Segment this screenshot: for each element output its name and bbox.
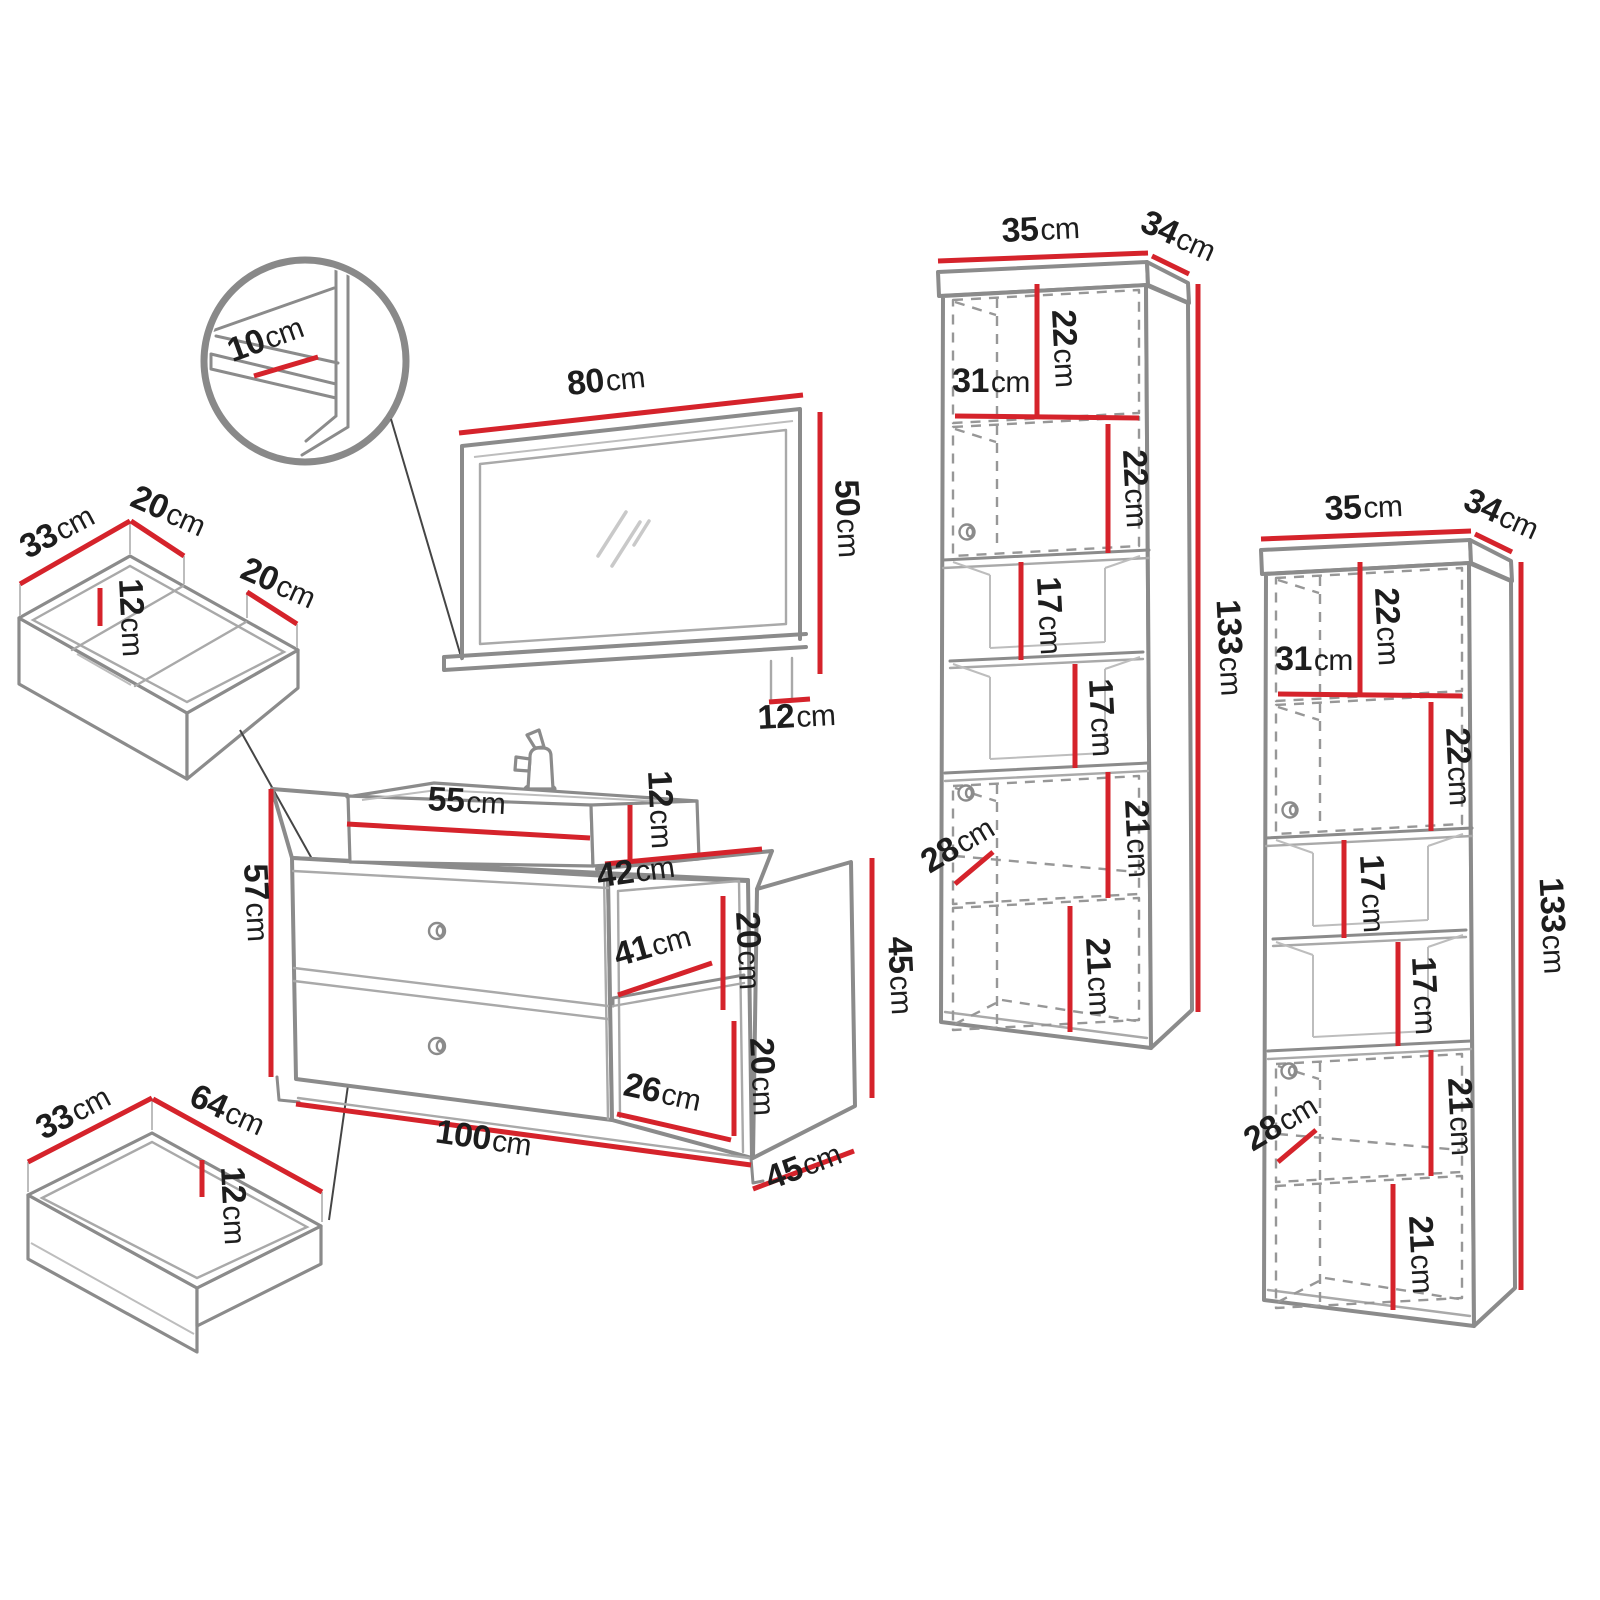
dim-label-shelf2-17: 17cm xyxy=(1081,678,1123,758)
dimension-line-interior-depth xyxy=(953,850,995,886)
drawer-extension-lines xyxy=(27,1098,323,1222)
dimension-line-udrawer-left-width xyxy=(129,518,186,559)
detail-circle: 10cm xyxy=(200,256,410,466)
dim-label-top-35: 35cm xyxy=(1001,208,1081,250)
vanity-panel-gaps xyxy=(291,869,610,1121)
u-drawer-inner-rim xyxy=(30,564,287,704)
dimension-line-niche-width xyxy=(617,960,713,998)
cabinet-shelf-edges xyxy=(941,548,1151,775)
dim-label-niche-20-lower: 20cm xyxy=(742,1037,784,1117)
vanity-right-side xyxy=(751,860,857,1160)
vanity-drawer-split xyxy=(292,966,610,1021)
dim-label-door2-21: 21cm xyxy=(1078,937,1120,1017)
dimension-line-mirror-width xyxy=(458,392,804,436)
dimension-line-inner-width xyxy=(954,413,1140,421)
dimension-line-total-width xyxy=(295,1101,752,1168)
dim-label-counter-42: 42cm xyxy=(594,847,676,895)
bottom-drawer-detail: 33cm 64cm 12cm xyxy=(26,1077,324,1354)
cabinet-door2-hidden-edges xyxy=(951,415,1141,558)
dim-label-sec2-22: 22cm xyxy=(1115,449,1157,529)
dimension-line-shelf-depth xyxy=(253,354,319,379)
dim-label-udrawer-20-left: 20cm xyxy=(125,478,212,544)
cabinet-right-side xyxy=(1144,283,1194,1050)
dim-label-door1-21: 21cm xyxy=(1117,799,1159,879)
u-drawer-top-rim xyxy=(17,554,300,715)
faucet-icon xyxy=(513,728,557,796)
u-drawer-extension-lines xyxy=(19,521,298,648)
dim-label-shelf1-17: 17cm xyxy=(1029,576,1071,656)
dimension-line-basin-width xyxy=(346,821,591,841)
dimension-line-drawer-width xyxy=(151,1096,324,1195)
cabinet-open-shelf2-interior xyxy=(952,656,1141,760)
dimension-line-top-depth xyxy=(1150,253,1191,277)
mirror-shelf-depth-bracket xyxy=(769,656,794,703)
drawer-panel-line xyxy=(30,1242,195,1335)
mirror-shelf xyxy=(442,632,808,672)
detail-circle-content xyxy=(209,265,350,457)
dim-label-basin-12: 12cm xyxy=(640,770,682,850)
drawer-knob-inner xyxy=(435,1039,445,1053)
dim-label-drawer-64: 64cm xyxy=(184,1077,271,1143)
drawer-knob-inner xyxy=(435,924,445,938)
dim-label-niche-26: 26cm xyxy=(620,1066,704,1119)
vanity-base-edge xyxy=(296,1096,751,1160)
cabinet-door3-hidden-edges xyxy=(951,774,1141,906)
door-knob-inner xyxy=(964,787,974,799)
drawer-top-rim xyxy=(26,1131,323,1290)
dim-label-width-100: 100cm xyxy=(433,1113,534,1164)
vanity-feet xyxy=(275,1075,765,1185)
basin-inner-rim xyxy=(361,788,673,803)
dim-label-height-133: 133cm xyxy=(1208,598,1251,696)
dim-label-inner-31: 31cm xyxy=(952,362,1030,400)
drawer-inner-rim xyxy=(39,1140,310,1280)
dim-label-drawer-12: 12cm xyxy=(213,1166,255,1246)
dim-label-udrawer-12: 12cm xyxy=(111,578,153,658)
u-drawer-cutout-edge xyxy=(76,653,132,686)
mirror-frame-edge-detail xyxy=(210,265,350,457)
dimension-line-top-width xyxy=(937,250,1149,264)
dimension-line-body-depth xyxy=(752,1148,855,1192)
cabinet-door1-hidden-edges xyxy=(951,288,1141,425)
mirror-frame-outer xyxy=(460,407,802,660)
vanity-drawer-front xyxy=(290,856,614,1122)
dim-label-mirror-height-50: 50cm xyxy=(827,479,869,559)
cabinet-shelf-thickness xyxy=(941,556,1151,1040)
dimension-line-counter-depth xyxy=(604,846,763,867)
dimension-line-udrawer-depth xyxy=(18,518,132,587)
dim-label-top-34: 34cm xyxy=(1135,203,1222,269)
dim-label-udrawer-33: 33cm xyxy=(14,496,101,566)
dimension-line-mirror-shelf-depth xyxy=(768,696,811,705)
dim-label-side-45: 45cm xyxy=(880,936,922,1016)
u-drawer-detail: 33cm 20cm 12cm 20cm xyxy=(14,478,322,781)
dim-label-drawer-33: 33cm xyxy=(30,1077,117,1147)
tall-cabinet-1: 35cm 34cm 22cm 31cm 22cm 17cm 17cm 28cm … xyxy=(914,203,1251,1050)
cabinet-door4-hidden-edges xyxy=(951,896,1141,1032)
cabinet-open-shelf1-interior xyxy=(952,555,1141,649)
door-knob-inner xyxy=(965,526,975,538)
dim-label-sec1-22: 22cm xyxy=(1044,309,1086,389)
mirror-frame-inner xyxy=(478,428,788,646)
mirror: 80cm 50cm 12cm xyxy=(442,357,869,737)
dimension-line-niche-bottom xyxy=(616,1111,732,1143)
u-drawer-dividers xyxy=(70,584,248,688)
dimension-line-udrawer-right-width xyxy=(245,589,299,627)
callout-line-circle-to-mirror xyxy=(390,418,463,661)
mirror-glass-reflection xyxy=(596,510,651,568)
vanity-unit: 55cm 12cm 42cm 57cm 41cm 20cm 20cm 26cm … xyxy=(236,728,922,1197)
dim-label-mirror-width-80: 80cm xyxy=(565,357,646,403)
dim-label-niche-20-upper: 20cm xyxy=(728,911,770,991)
mirror-frame-mid-line xyxy=(473,420,794,458)
dim-label-body-57: 57cm xyxy=(236,863,278,943)
tall-cabinet-2 xyxy=(1237,481,1574,1326)
dimension-line-drawer-depth xyxy=(26,1095,154,1165)
dim-label-mirror-shelf-12: 12cm xyxy=(757,695,837,737)
dim-label-udrawer-20-right: 20cm xyxy=(235,550,322,616)
dim-label-basin-55: 55cm xyxy=(427,780,507,822)
